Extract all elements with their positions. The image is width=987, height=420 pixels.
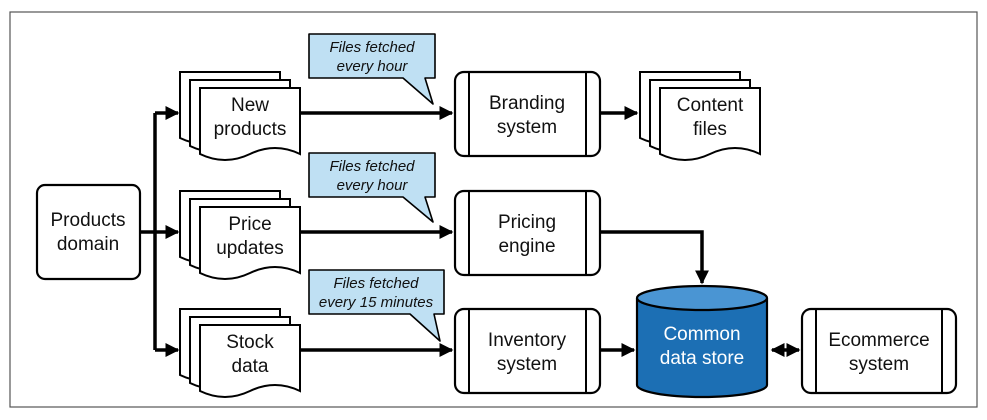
- node-ecommerce-system: Ecommerce system: [800, 307, 958, 395]
- products-domain-label-2: domain: [57, 234, 119, 255]
- node-content-files: Content files: [639, 71, 761, 161]
- content-files-label-2: files: [693, 119, 727, 140]
- node-pricing-engine: Pricing engine: [453, 189, 602, 277]
- node-stock-data: Stock data: [179, 308, 301, 398]
- callout-new-products-line-1: Files fetched: [329, 39, 415, 56]
- stock-data-label-2: data: [232, 356, 269, 377]
- node-new-products: New products: [179, 71, 301, 161]
- stock-data-label-1: Stock: [226, 332, 274, 353]
- new-products-label-1: New: [231, 95, 269, 116]
- callout-price-updates-line-2: every hour: [337, 177, 409, 194]
- branding-system-label-2: system: [497, 117, 557, 138]
- callout-price-updates: Files fetched every hour: [308, 152, 436, 223]
- node-products-domain: Products domain: [35, 183, 142, 281]
- products-domain-label-1: Products: [51, 210, 126, 231]
- common-data-store-label-2: data store: [660, 348, 745, 369]
- callout-stock-data: Files fetched every 15 minutes: [308, 269, 445, 342]
- diagram-frame: [9, 11, 978, 408]
- callout-new-products: Files fetched every hour: [308, 33, 436, 105]
- inventory-system-label-1: Inventory: [488, 330, 567, 351]
- content-files-label-1: Content: [677, 95, 744, 116]
- new-products-label-2: products: [214, 119, 287, 140]
- node-common-data-store: Common data store: [635, 284, 769, 399]
- ecommerce-system-label-2: system: [849, 354, 909, 375]
- node-price-updates: Price updates: [179, 190, 301, 280]
- node-inventory-system: Inventory system: [453, 307, 602, 395]
- common-data-store-label-1: Common: [663, 324, 740, 345]
- price-updates-label-2: updates: [216, 238, 284, 259]
- callout-stock-data-line-2: every 15 minutes: [319, 294, 434, 311]
- arrow-pricing-to-data-store: [600, 230, 709, 285]
- callout-price-updates-line-1: Files fetched: [329, 158, 415, 175]
- connectors: [140, 106, 801, 357]
- pricing-engine-label-2: engine: [498, 236, 555, 257]
- node-branding-system: Branding system: [453, 70, 602, 158]
- inventory-system-label-2: system: [497, 354, 557, 375]
- pricing-engine-label-1: Pricing: [498, 212, 556, 233]
- callout-new-products-line-2: every hour: [337, 58, 409, 75]
- ecommerce-system-label-1: Ecommerce: [828, 330, 929, 351]
- callout-stock-data-line-1: Files fetched: [333, 275, 419, 292]
- price-updates-label-1: Price: [228, 214, 271, 235]
- branding-system-label-1: Branding: [489, 93, 565, 114]
